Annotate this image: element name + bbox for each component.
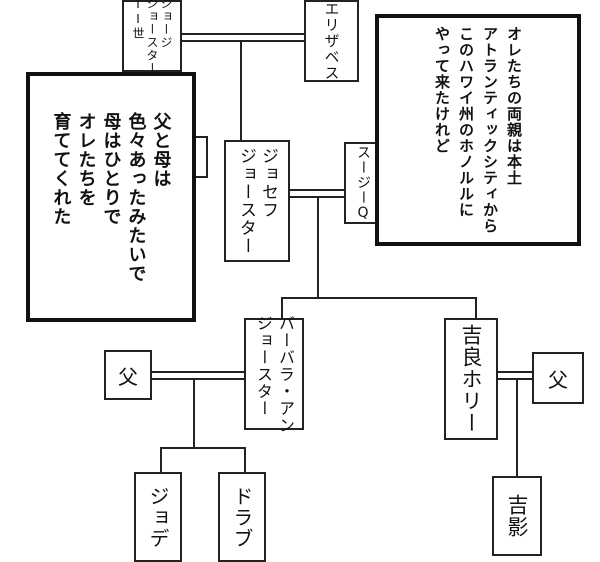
line-george-elizabeth-top — [181, 33, 305, 35]
line-george-down — [240, 42, 242, 166]
speech-bubble-left: 父と母は 色々あったみたいで 母はひとりで オレたちを 育ててくれた — [26, 72, 196, 322]
speech-bubble-right: オレたちの両親は本土 アトランティックシティから このハワイ州のホノルルに やっ… — [375, 14, 581, 246]
line-joseph-suzie-top — [288, 189, 346, 191]
node-elizabeth: エリザベス — [304, 0, 359, 82]
line-holly-drop — [475, 297, 477, 320]
node-barbara-ann-joestar: バーバラ・アン ジョースター — [244, 315, 304, 434]
line-father-barbara-bottom — [150, 378, 246, 380]
line-barbara-children-down — [193, 380, 195, 448]
node-jode: ジョデ — [134, 472, 182, 562]
line-holly-father-top — [496, 371, 534, 373]
node-joseph-joestar: ジョセフ ジョースター — [224, 140, 290, 262]
line-jode-drop — [160, 447, 162, 475]
line-barbara-children-bar — [160, 447, 246, 449]
node-father-right: 父 — [532, 352, 584, 404]
node-father-left: 父 — [104, 350, 152, 400]
line-father-barbara-top — [150, 371, 246, 373]
node-dora: ドラブ — [218, 472, 266, 562]
line-joseph-down — [317, 198, 319, 298]
node-george-joestar-ii: ジョージ ジョースター II世 — [122, 0, 182, 75]
line-children-bar — [281, 297, 477, 299]
node-kira-holly: 吉良ホリー — [444, 318, 498, 440]
line-joseph-suzie-bottom — [288, 196, 346, 198]
line-holly-yoshikage-down — [516, 380, 518, 478]
line-holly-father-bottom — [496, 378, 534, 380]
line-george-elizabeth-bottom — [181, 40, 305, 42]
line-dora-drop — [244, 447, 246, 475]
line-barbara-drop — [281, 297, 283, 320]
node-yoshikage: 吉影 — [492, 476, 542, 556]
